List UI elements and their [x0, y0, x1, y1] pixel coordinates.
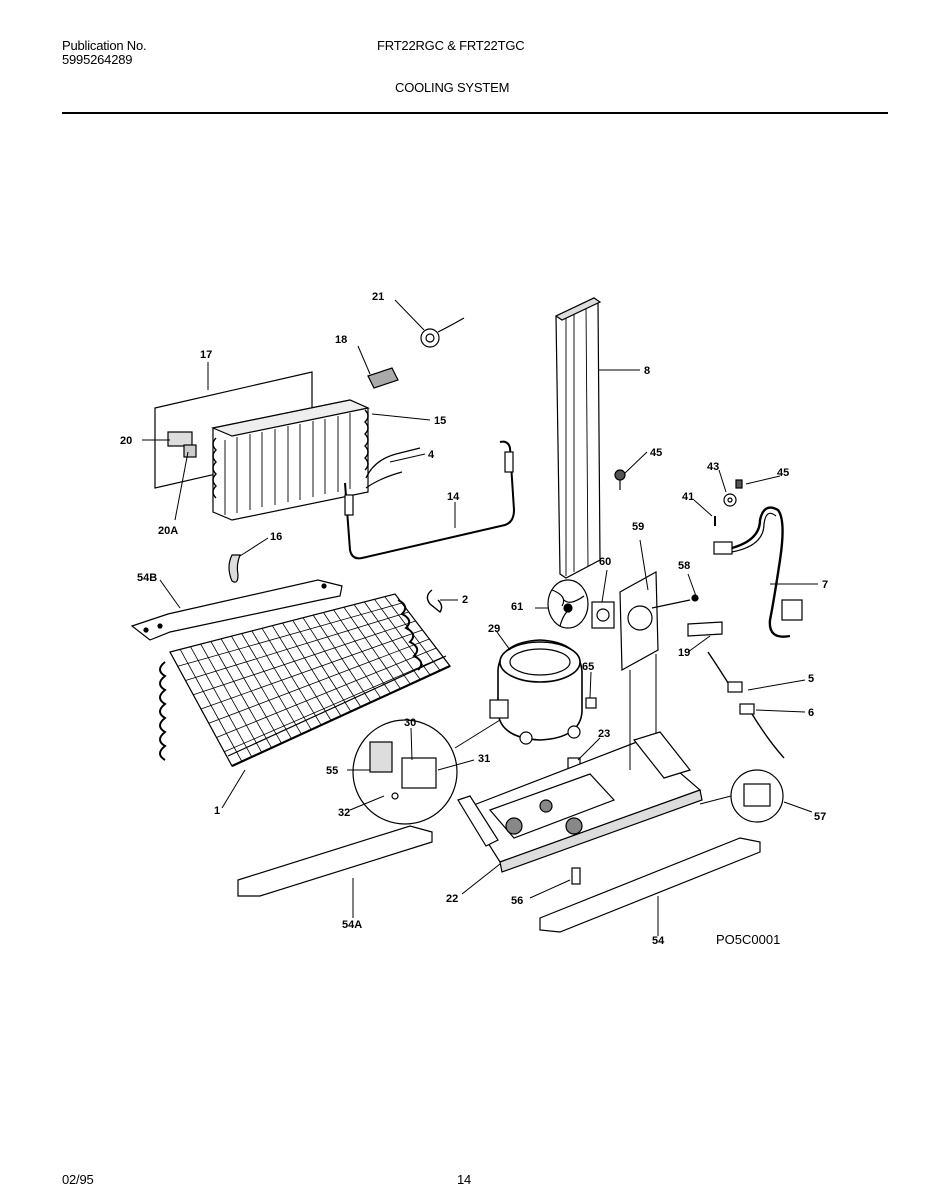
callout-21: 21 [372, 291, 384, 303]
callout-4: 4 [428, 449, 435, 461]
section-title: COOLING SYSTEM [395, 80, 510, 95]
callout-15: 15 [434, 415, 446, 427]
callout-8: 8 [644, 365, 650, 377]
callout-2: 2 [462, 594, 468, 606]
power-cord [713, 506, 803, 638]
heater-clip [367, 367, 399, 389]
callout-54: 54 [652, 935, 665, 947]
bracket-screw [691, 594, 699, 602]
front-bracket-left [237, 825, 433, 897]
callout-19: 19 [678, 647, 690, 659]
base-screw [571, 867, 581, 885]
defrost-thermostat [420, 317, 465, 348]
tube [687, 621, 723, 637]
leader-lines [142, 299, 818, 936]
callout-32: 32 [338, 807, 350, 819]
vertical-channel [554, 297, 602, 579]
connector-6 [739, 703, 785, 759]
grommet [723, 493, 737, 507]
publication-label: Publication No. [62, 38, 147, 53]
compressor [489, 639, 583, 745]
footer-page-number: 14 [457, 1172, 472, 1187]
compressor-base [457, 654, 703, 873]
condenser-coil [159, 593, 451, 767]
defrost-heater [365, 447, 421, 489]
condenser-fan-blade [547, 579, 589, 629]
evaporator-coil [210, 399, 370, 521]
callout-54B: 54B [137, 572, 157, 584]
front-bracket-right [539, 837, 761, 933]
callout-61: 61 [511, 601, 523, 613]
rear-bracket [130, 579, 343, 641]
callout-18: 18 [335, 334, 347, 346]
callout-16: 16 [270, 531, 282, 543]
model-numbers: FRT22RGC & FRT22TGC [377, 38, 525, 53]
callout-20: 20 [120, 435, 132, 447]
callout-22: 22 [446, 893, 458, 905]
callout-30: 30 [404, 717, 416, 729]
callout-59: 59 [632, 521, 644, 533]
callout-14: 14 [447, 491, 460, 503]
callout-45a: 45 [650, 447, 662, 459]
callout-20A: 20A [158, 525, 178, 537]
compressor-stud [585, 697, 597, 709]
callout-60: 60 [599, 556, 611, 568]
callout-1: 1 [214, 805, 220, 817]
tube-clip [228, 554, 241, 583]
connector-5 [707, 651, 743, 693]
callout-29: 29 [488, 623, 500, 635]
callout-5: 5 [808, 673, 814, 685]
screw [614, 469, 626, 490]
publication-number: 5995264289 [62, 52, 133, 67]
condenser-fan-motor [591, 601, 615, 629]
callout-7: 7 [822, 579, 828, 591]
callout-43: 43 [707, 461, 719, 473]
callout-45b: 45 [777, 467, 789, 479]
fan-bracket [619, 570, 691, 672]
callout-65: 65 [582, 661, 594, 673]
drawing-code: PO5C0001 [716, 932, 780, 947]
callout-17: 17 [200, 349, 212, 361]
callout-58: 58 [678, 560, 690, 572]
callout-54A: 54A [342, 919, 362, 931]
screw-small [735, 479, 743, 489]
callout-6: 6 [808, 707, 814, 719]
callout-41: 41 [682, 491, 694, 503]
callout-labels: 17 18 21 15 4 14 20 20A 16 54B 2 1 8 45 … [120, 291, 828, 947]
header-rule [62, 112, 888, 114]
footer-date: 02/95 [62, 1172, 94, 1187]
callout-31: 31 [478, 753, 490, 765]
drain-heater-tube [344, 440, 516, 560]
callout-55: 55 [326, 765, 338, 777]
condenser-clip [426, 589, 443, 614]
callout-57: 57 [814, 811, 826, 823]
callout-56: 56 [511, 895, 523, 907]
overload-detail [699, 769, 784, 823]
evaporator-clip [167, 431, 197, 458]
callout-23: 23 [598, 728, 610, 740]
